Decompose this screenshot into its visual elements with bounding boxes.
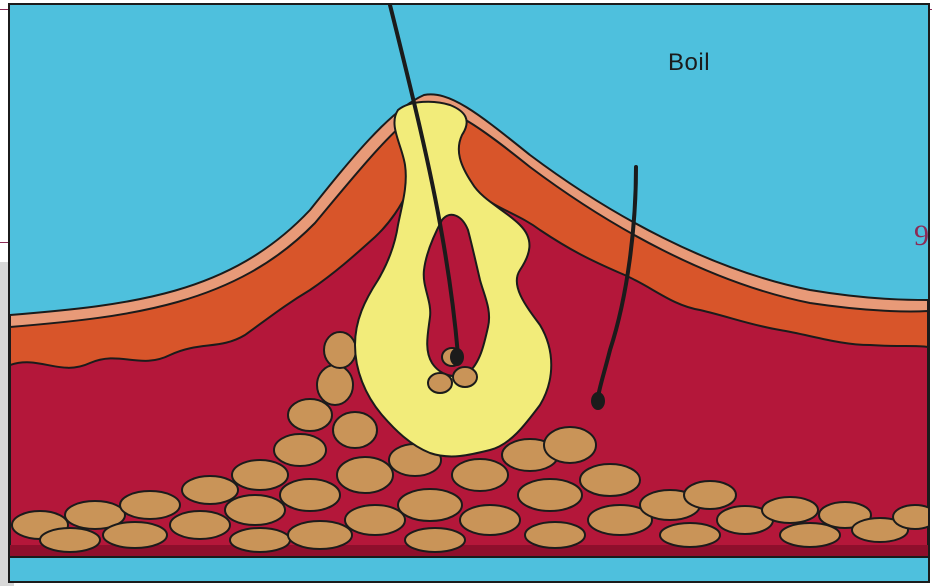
fat-cell-icon [337, 457, 393, 493]
fat-cell-icon [103, 522, 167, 548]
fat-cell-icon [428, 373, 452, 393]
fat-cell-icon [182, 476, 238, 504]
fat-cell-icon [518, 479, 582, 511]
fat-cell-icon [405, 528, 465, 552]
fat-cell-icon [460, 505, 520, 535]
fat-cell-icon [452, 459, 508, 491]
hair-bulb [450, 348, 464, 366]
fat-cell-icon [580, 464, 640, 496]
fat-cell-icon [288, 399, 332, 431]
fat-cell-icon [317, 365, 353, 405]
fat-cell-icon [398, 489, 462, 521]
diagram-label: Boil [668, 49, 710, 77]
slide-number: 9 [914, 221, 929, 251]
fat-cell-icon [274, 434, 326, 466]
fat-cell-icon [120, 491, 180, 519]
hair-bulb [591, 392, 605, 410]
fat-cell-icon [170, 511, 230, 539]
fat-cell-icon [345, 505, 405, 535]
fat-cell-icon [660, 523, 720, 547]
fat-cell-icon [762, 497, 818, 523]
fat-cell-icon [225, 495, 285, 525]
boil-diagram: Boil [8, 3, 930, 583]
fat-cell-icon [40, 528, 100, 552]
fat-cell-icon [280, 479, 340, 511]
fat-cell-icon [232, 460, 288, 490]
fat-cell-icon [893, 505, 928, 529]
skin-cross-section [10, 5, 928, 581]
fat-cell-icon [453, 367, 477, 387]
fat-cell-icon [333, 412, 377, 448]
fat-cell-icon [324, 332, 356, 368]
fat-cell-icon [525, 522, 585, 548]
fat-cell-icon [288, 521, 352, 549]
fat-cell-icon [230, 528, 290, 552]
bottom-background-strip [10, 557, 928, 581]
fat-cell-icon [684, 481, 736, 509]
fat-cell-icon [544, 427, 596, 463]
